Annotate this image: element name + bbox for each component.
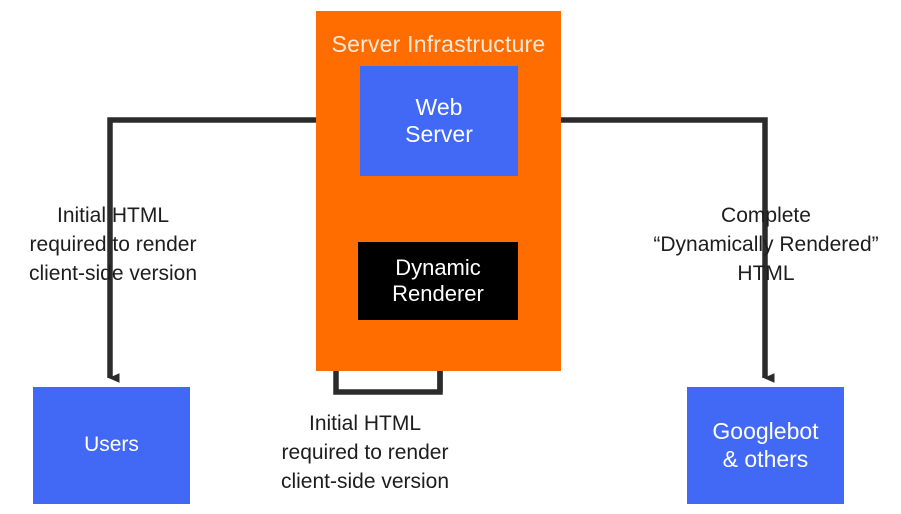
node-googlebot[interactable]: Googlebot & others <box>687 387 844 504</box>
server-infrastructure-title: Server Infrastructure <box>331 31 546 57</box>
node-web-server-label: Web Server <box>405 93 473 147</box>
node-users-label: Users <box>84 433 139 457</box>
edge-label-to-users: Initial HTML required to render client-s… <box>28 204 198 285</box>
node-dynamic-renderer-label: Dynamic Renderer <box>392 255 484 306</box>
edge-label-to-googlebot: Complete “Dynamically Rendered” HTML <box>653 204 879 285</box>
node-web-server[interactable]: Web Server <box>360 66 518 176</box>
node-googlebot-label: Googlebot & others <box>712 418 819 472</box>
node-users[interactable]: Users <box>33 387 190 504</box>
node-dynamic-renderer[interactable]: Dynamic Renderer <box>358 242 518 320</box>
edge-label-to-dynamic-renderer: Initial HTML required to render client-s… <box>280 412 450 493</box>
